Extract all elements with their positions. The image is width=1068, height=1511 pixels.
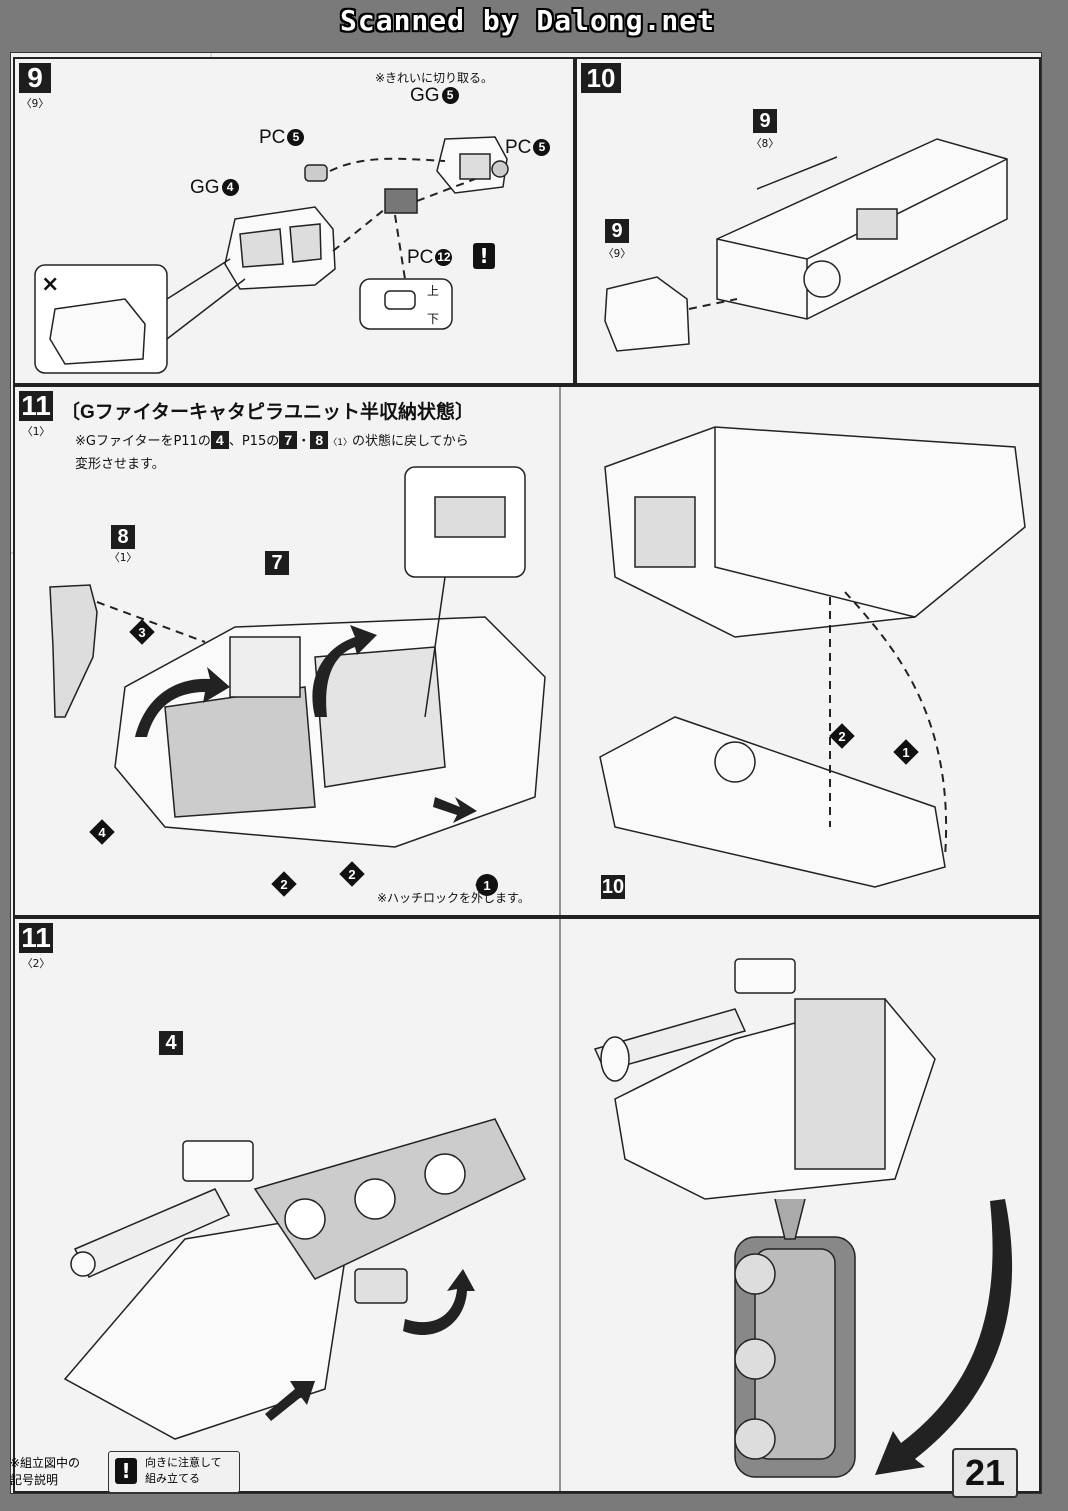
ref-4: 4 bbox=[159, 1031, 183, 1055]
step-10-ref-left: 9 bbox=[605, 219, 629, 243]
step-11-2-panel: 11 〈2〉 4 bbox=[13, 917, 1041, 1493]
step-10-panel: 10 9 〈8〉 9 〈9〉 bbox=[575, 57, 1041, 385]
step-10-ref-top: 9 bbox=[753, 109, 777, 133]
legend-warning-icon: ! bbox=[115, 1458, 137, 1484]
ref-10: 10 bbox=[601, 875, 625, 899]
step-11-1-sub: 〈1〉 bbox=[21, 425, 51, 438]
step-11-1-number: 11 bbox=[19, 391, 53, 421]
legend-desc1: 向きに注意して bbox=[145, 1456, 222, 1469]
step-10-ref-top-sub: 〈8〉 bbox=[750, 137, 780, 150]
arrow-2a: 2 bbox=[348, 867, 355, 882]
legend-desc2: 組み立てる bbox=[145, 1472, 200, 1485]
legend-title: ※組立図中の bbox=[10, 1456, 81, 1470]
ref-7: 7 bbox=[265, 551, 289, 575]
right-arrow-2: 2 bbox=[838, 729, 845, 744]
arrow-4: 4 bbox=[98, 825, 106, 840]
arrow-2b: 2 bbox=[280, 877, 287, 892]
step-11-2-number: 11 bbox=[19, 923, 53, 953]
legend-title2: 記号説明 bbox=[10, 1473, 59, 1487]
step-11-2-sub: 〈2〉 bbox=[21, 957, 51, 970]
step-11-1-panel: 11 〈1〉 〔Gファイターキャタピラユニット半収納状態〕 ※GファイターをP1… bbox=[13, 385, 1041, 917]
ref-8-sub: 〈1〉 bbox=[108, 551, 138, 564]
step-11-2-drawing bbox=[63, 919, 1013, 1491]
step-10-drawing bbox=[604, 138, 1008, 352]
orientation-warning-icon: ! bbox=[473, 243, 495, 269]
step-9-number: 9 bbox=[19, 63, 51, 93]
step-10-number: 10 bbox=[581, 63, 621, 93]
orient-down: 下 bbox=[427, 312, 439, 326]
ref-8: 8 bbox=[111, 525, 135, 549]
right-arrow-1: 1 bbox=[902, 745, 909, 760]
step-10-ref-left-sub: 〈9〉 bbox=[602, 247, 632, 260]
cut-note: ※きれいに切り取る。 bbox=[375, 71, 494, 85]
step-9-sub: 〈9〉 bbox=[20, 97, 50, 110]
arrow-3: 3 bbox=[138, 625, 145, 640]
step-11-1-title: 〔Gファイターキャタピラユニット半収納状態〕 bbox=[61, 402, 475, 423]
arrow-1: 1 bbox=[483, 878, 490, 893]
scan-banner-text: Scanned by Dalong.net bbox=[340, 4, 716, 37]
step-9-drawing: × 上 下 bbox=[34, 136, 509, 374]
orient-up: 上 bbox=[427, 284, 439, 298]
wrong-mark: × bbox=[41, 272, 59, 297]
step-11-1-drawing: 1 2 2 3 4 1 2 bbox=[49, 387, 1026, 915]
page-number: 21 bbox=[952, 1448, 1018, 1498]
scan-banner: Scanned by Dalong.net bbox=[0, 0, 1068, 52]
